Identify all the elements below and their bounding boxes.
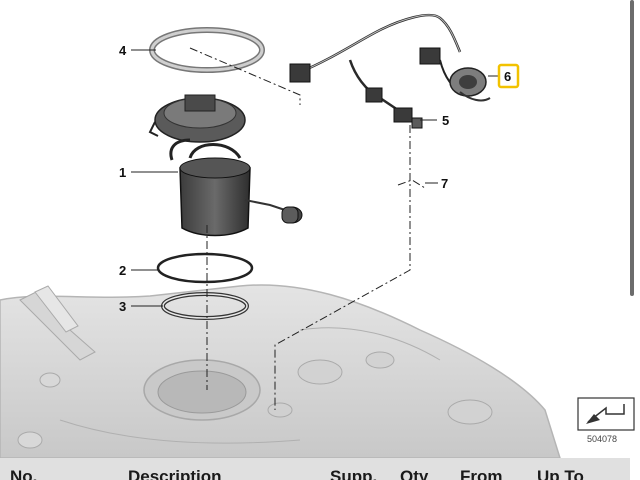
callout-3[interactable]: 3 (119, 299, 126, 314)
column-header-up-to[interactable]: Up To (537, 467, 584, 480)
image-number: 504078 (587, 434, 617, 444)
seal-ring (156, 252, 254, 284)
column-header-supp[interactable]: Supp. (330, 467, 378, 480)
column-header-from[interactable]: From (460, 467, 503, 480)
callout-4[interactable]: 4 (119, 43, 127, 58)
column-header-qty[interactable]: Qty (400, 467, 429, 480)
callout-2[interactable]: 2 (119, 263, 126, 278)
assembly-guide-lines (189, 47, 426, 410)
callout-5[interactable]: 5 (442, 113, 449, 128)
parts-table-header: No. Description Supp. Qty From Up To (0, 458, 630, 480)
fuel-tank (0, 284, 562, 459)
fuel-pump-unit (169, 138, 303, 237)
callout-6[interactable]: 6 (504, 69, 511, 84)
lock-ring (149, 27, 265, 73)
column-header-no[interactable]: No. (10, 467, 38, 480)
pump-flange (148, 94, 246, 143)
vertical-scrollbar[interactable] (630, 0, 634, 296)
column-header-description[interactable]: Description (128, 467, 222, 480)
callout-6-highlight (497, 63, 520, 89)
callout-1[interactable]: 1 (119, 165, 126, 180)
level-sender (439, 59, 491, 102)
callout-leaders (131, 49, 500, 307)
wiring-harness (289, 13, 462, 129)
callout-7[interactable]: 7 (441, 176, 448, 191)
orientation-arrow-icon (577, 397, 635, 431)
parts-diagram: 4 1 2 3 5 6 7 504078 (0, 13, 635, 459)
